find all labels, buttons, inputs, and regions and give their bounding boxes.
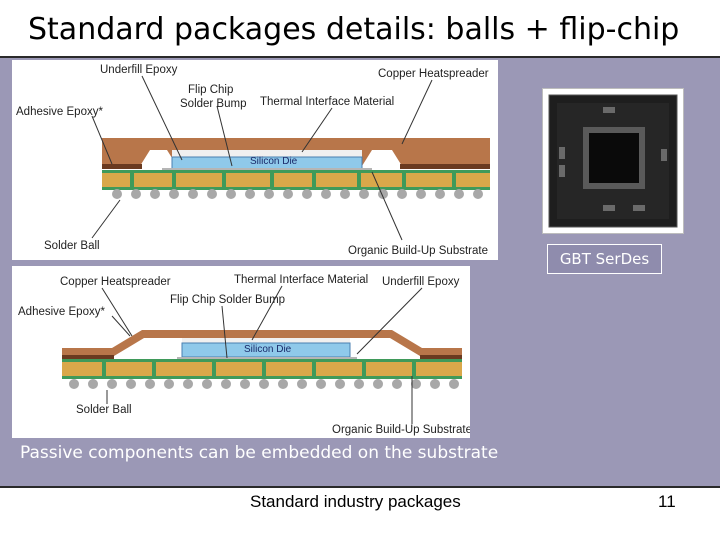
label-copper-heatspreader: Copper Heatspreader (378, 68, 489, 80)
label-copper-heatspreader-2: Copper Heatspreader (60, 276, 171, 288)
page-number: 11 (658, 492, 676, 511)
copper-heatspreader-shape-2 (62, 330, 462, 356)
label-solder-bump: Solder Bump (180, 98, 247, 110)
label-organic-substrate: Organic Build-Up Substrate (348, 245, 488, 257)
chip-illustration (548, 94, 678, 228)
label-solder-ball: Solder Ball (44, 240, 100, 252)
substrate-shape (102, 172, 490, 188)
serdes-chip-photo (542, 88, 684, 234)
label-thermal-interface-2: Thermal Interface Material (234, 274, 369, 286)
label-underfill-epoxy: Underfill Epoxy (100, 64, 178, 76)
footer-text: Standard industry packages (250, 492, 461, 511)
stepped-lid-package-diagram: Copper Heatspreader Thermal Interface Ma… (12, 266, 470, 438)
passive-components-note: Passive components can be embedded on th… (20, 443, 499, 463)
solder-balls-shape (112, 189, 483, 199)
flat-lid-package-drawing (91, 75, 490, 241)
adhesive-right-shape (400, 164, 490, 169)
label-silicon-die: Silicon Die (250, 156, 298, 167)
stepped-lid-package-drawing (62, 285, 462, 424)
photo-caption: GBT SerDes (547, 244, 662, 274)
label-flip-chip: Flip Chip (188, 84, 234, 96)
adhesive-left-shape (102, 164, 142, 169)
label-solder-ball-2: Solder Ball (76, 404, 132, 416)
label-adhesive-epoxy-2: Adhesive Epoxy* (18, 306, 105, 318)
slide-title: Standard packages details: balls + flip-… (28, 12, 680, 47)
label-silicon-die-2: Silicon Die (244, 344, 292, 355)
label-thermal-interface: Thermal Interface Material (260, 96, 395, 108)
label-organic-substrate-2: Organic Build-Up Substrate (332, 424, 470, 436)
flat-lid-package-diagram: Underfill Epoxy Copper Heatspreader Flip… (12, 60, 498, 260)
footer-divider (0, 486, 720, 488)
label-flip-chip-solder-bump-2: Flip Chip Solder Bump (170, 294, 286, 306)
thermal-interface-shape (172, 150, 362, 158)
label-underfill-epoxy-2: Underfill Epoxy (382, 276, 460, 288)
label-adhesive-epoxy: Adhesive Epoxy* (16, 106, 103, 118)
solder-balls-shape-2 (69, 379, 459, 389)
title-divider (0, 56, 720, 58)
